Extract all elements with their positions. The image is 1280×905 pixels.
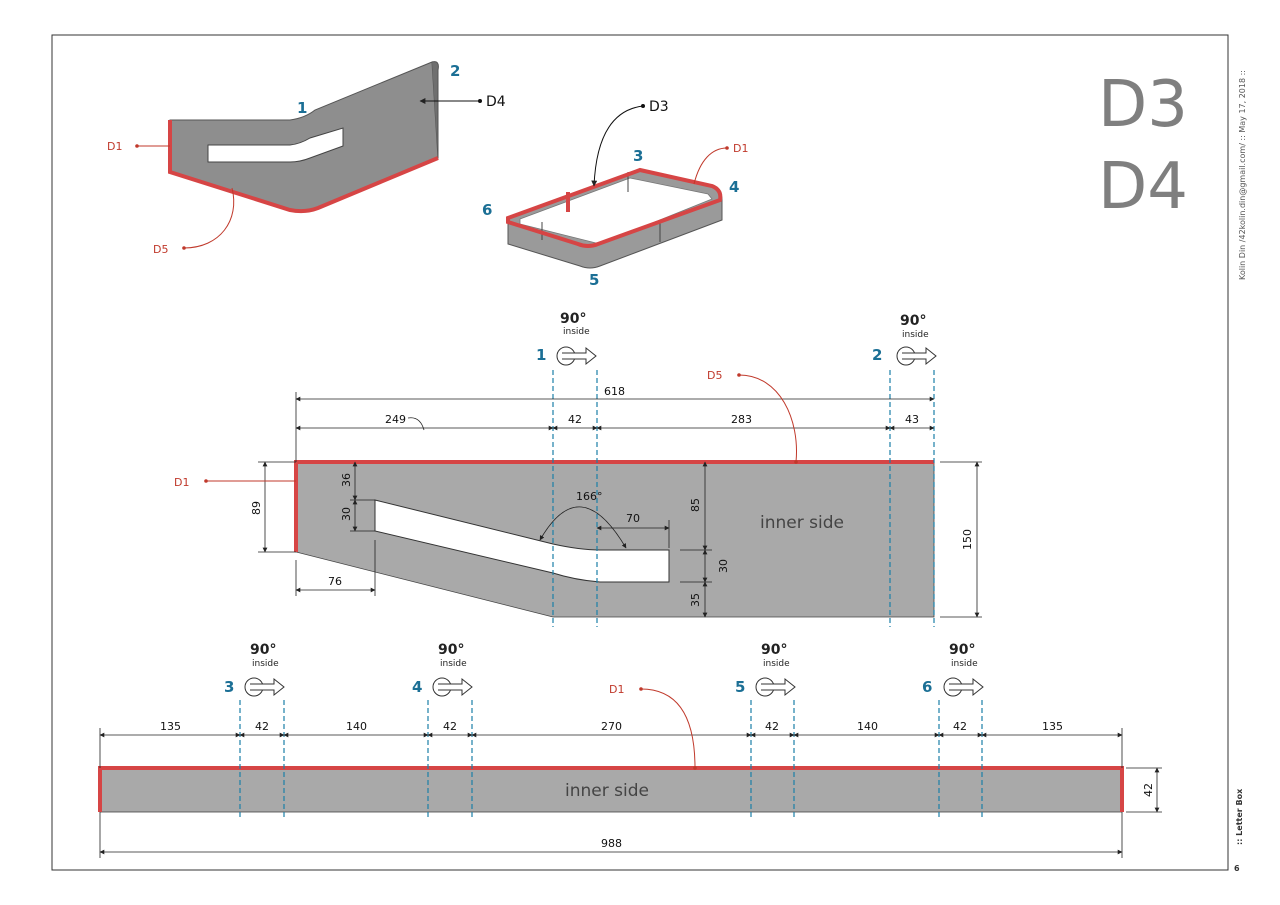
seg-6: 42 bbox=[765, 720, 779, 733]
bend-5-direction: inside bbox=[763, 659, 790, 669]
top-d5-label: D5 bbox=[707, 369, 722, 382]
iso-ref-d4: D4 bbox=[486, 94, 506, 110]
dim-36: 36 bbox=[340, 473, 353, 487]
bend-3-direction: inside bbox=[252, 659, 279, 669]
dim-35: 35 bbox=[689, 593, 702, 607]
dim-76: 76 bbox=[328, 575, 342, 588]
seg-7: 140 bbox=[857, 720, 878, 733]
bend-5-number: 5 bbox=[735, 678, 745, 696]
rotate-icon bbox=[244, 677, 285, 697]
rotate-icon bbox=[755, 677, 796, 697]
dim-89: 89 bbox=[250, 501, 263, 515]
iso-bend-5: 5 bbox=[589, 271, 599, 289]
dim-angle: 166° bbox=[576, 490, 603, 503]
bend-6-number: 6 bbox=[922, 678, 932, 696]
iso-right-d1: D1 bbox=[733, 142, 748, 155]
bottom-flat-pattern bbox=[98, 766, 1124, 813]
bend-4-angle: 90° bbox=[438, 642, 464, 658]
bend-2-angle: 90° bbox=[900, 313, 926, 329]
bend-3-number: 3 bbox=[224, 678, 234, 696]
rotate-icon bbox=[556, 346, 597, 366]
bend-1-number: 1 bbox=[536, 346, 546, 364]
iso-left-d1: D1 bbox=[107, 140, 122, 153]
rotate-icon bbox=[943, 677, 984, 697]
dim-42-height: 42 bbox=[1142, 783, 1155, 797]
seg-2: 42 bbox=[255, 720, 269, 733]
iso-bend-2: 2 bbox=[450, 62, 460, 80]
iso-bend-4: 4 bbox=[729, 178, 739, 196]
title-d4: D4 bbox=[1098, 150, 1188, 224]
bend-5-angle: 90° bbox=[761, 642, 787, 658]
bend-2-number: 2 bbox=[872, 346, 882, 364]
top-flat-pattern bbox=[294, 460, 935, 618]
iso-bend-1: 1 bbox=[297, 99, 307, 117]
iso-box bbox=[506, 167, 723, 269]
seg-4: 42 bbox=[443, 720, 457, 733]
bend-4-direction: inside bbox=[440, 659, 467, 669]
dim-249: 249 bbox=[385, 413, 406, 426]
iso-bend-3: 3 bbox=[633, 147, 643, 165]
bend-6-angle: 90° bbox=[949, 642, 975, 658]
dim-618: 618 bbox=[604, 385, 625, 398]
dim-85: 85 bbox=[689, 498, 702, 512]
seg-1: 135 bbox=[160, 720, 181, 733]
bottom-inner-side: inner side bbox=[565, 781, 649, 801]
page-number: 6 bbox=[1234, 864, 1240, 873]
dim-42-top: 42 bbox=[568, 413, 582, 426]
bottom-d1-label: D1 bbox=[609, 683, 624, 696]
top-inner-side: inner side bbox=[760, 513, 844, 533]
bend-1-angle: 90° bbox=[560, 311, 586, 327]
rotate-icon bbox=[432, 677, 473, 697]
seg-8: 42 bbox=[953, 720, 967, 733]
bend-3-angle: 90° bbox=[250, 642, 276, 658]
dim-988: 988 bbox=[601, 837, 622, 850]
iso-ref-d3: D3 bbox=[649, 99, 669, 115]
bend-2-direction: inside bbox=[902, 330, 929, 340]
seg-3: 140 bbox=[346, 720, 367, 733]
seg-5: 270 bbox=[601, 720, 622, 733]
iso-bracket bbox=[168, 61, 439, 214]
bend-1-direction: inside bbox=[563, 327, 590, 337]
dim-283: 283 bbox=[731, 413, 752, 426]
top-d1-label: D1 bbox=[174, 476, 189, 489]
sheet-frame bbox=[51, 34, 1229, 871]
sheet-name: :: Letter Box bbox=[1235, 788, 1244, 845]
dim-30-mid: 30 bbox=[717, 559, 730, 573]
dim-150: 150 bbox=[961, 529, 974, 550]
iso-bend-6: 6 bbox=[482, 201, 492, 219]
rotate-icon bbox=[896, 346, 937, 366]
iso-left-d5: D5 bbox=[153, 243, 168, 256]
bend-4-number: 4 bbox=[412, 678, 422, 696]
bend-6-direction: inside bbox=[951, 659, 978, 669]
title-d3: D3 bbox=[1098, 68, 1188, 142]
seg-9: 135 bbox=[1042, 720, 1063, 733]
dim-43: 43 bbox=[905, 413, 919, 426]
author-meta: Kolin Din /42kolin.din@gmail.com/ :: May… bbox=[1238, 70, 1247, 280]
dim-30-left: 30 bbox=[340, 507, 353, 521]
dim-70: 70 bbox=[626, 512, 640, 525]
